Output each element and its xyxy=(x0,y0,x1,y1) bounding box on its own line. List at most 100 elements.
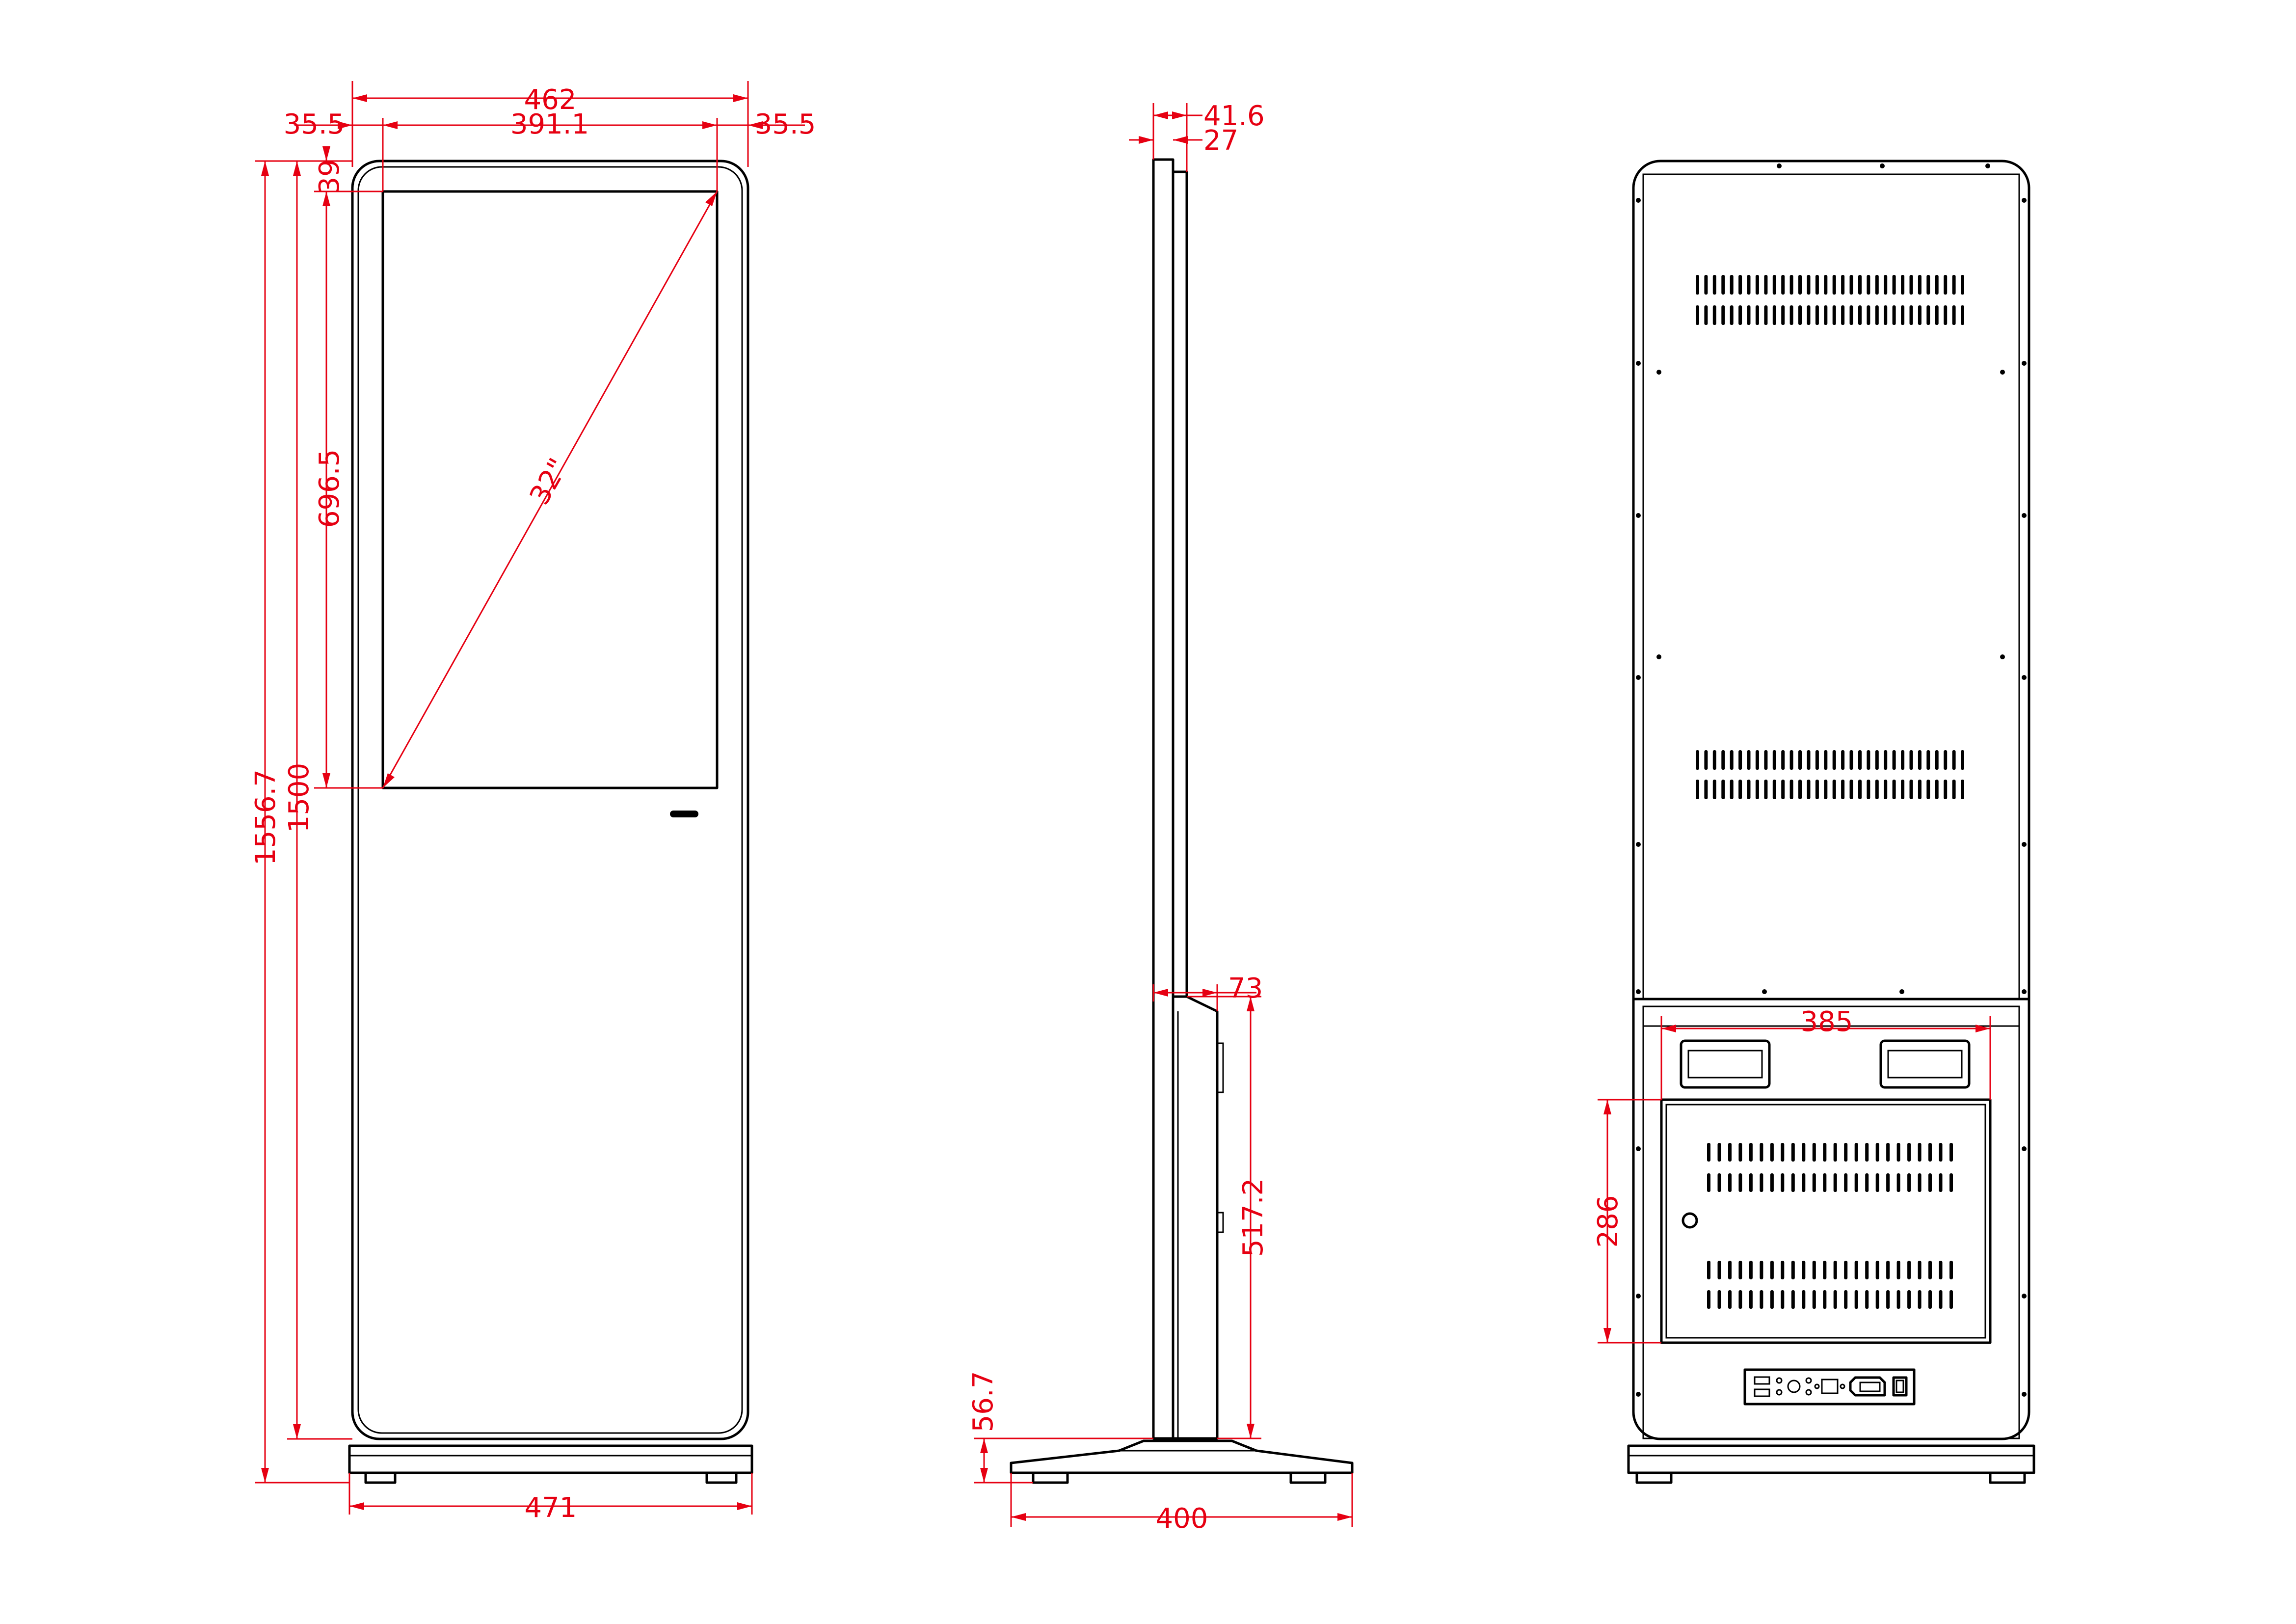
vent-slot xyxy=(1854,1173,1858,1192)
vent-slot xyxy=(1926,750,1930,770)
vent-slot xyxy=(1867,305,1870,325)
screw xyxy=(2022,1392,2027,1397)
screw xyxy=(1636,842,1641,847)
vent-slot xyxy=(1944,780,1948,799)
vent-slot xyxy=(1961,780,1964,799)
vent-slot xyxy=(1926,305,1930,325)
vent-slot xyxy=(1807,305,1811,325)
vent-slot xyxy=(1939,1290,1943,1309)
vent-slot xyxy=(1935,750,1939,770)
vent-slot xyxy=(1909,305,1913,325)
vent-slot xyxy=(1841,750,1845,770)
vent-slot xyxy=(1696,275,1699,295)
back-dimensions xyxy=(1598,1016,1991,1344)
vent-slot xyxy=(1849,780,1853,799)
vent-slot xyxy=(1696,750,1699,770)
back-dimension-labels: 385 286 xyxy=(1592,1006,1853,1247)
vent-slot xyxy=(1755,275,1759,295)
vent-slot xyxy=(1824,750,1828,770)
vent-slot xyxy=(1896,1173,1900,1192)
vent-slot xyxy=(1760,1261,1763,1279)
vent-slot xyxy=(1770,1173,1774,1192)
vent-slot xyxy=(1738,750,1742,770)
vent-slot xyxy=(1865,1143,1869,1162)
vent-slot xyxy=(1892,750,1896,770)
vent-slot xyxy=(1807,275,1811,295)
vent-slot xyxy=(1823,1261,1827,1279)
vent-slot xyxy=(1849,750,1853,770)
power-inlet xyxy=(1849,1376,1886,1397)
vent-slot xyxy=(1928,1290,1932,1309)
vent-slot xyxy=(1764,750,1768,770)
vent-slot xyxy=(1798,750,1802,770)
vent-slot xyxy=(1807,780,1811,799)
vent-slot xyxy=(1865,1173,1869,1192)
vent-slot xyxy=(1704,305,1708,325)
vent-slot xyxy=(1781,1261,1785,1279)
side-base-height-label: 56.7 xyxy=(967,1371,999,1433)
vent-slot xyxy=(1798,305,1802,325)
usb-port-1 xyxy=(1754,1376,1770,1385)
front-body-outline xyxy=(351,160,749,1440)
screw xyxy=(1656,654,1661,659)
side-depth-top-label: 41.6 xyxy=(1203,100,1265,132)
back-access-door xyxy=(1660,1098,1992,1344)
vent-slot xyxy=(1815,750,1819,770)
back-foot-right xyxy=(1989,1471,2026,1484)
vent-slot xyxy=(1730,780,1734,799)
screw xyxy=(1656,370,1661,375)
vent-slot xyxy=(1841,305,1845,325)
vent-slot xyxy=(1815,275,1819,295)
vent-slot xyxy=(1789,275,1793,295)
back-handle-right xyxy=(1879,1039,1971,1089)
vent-slot xyxy=(1849,305,1853,325)
usb-port-2 xyxy=(1754,1388,1770,1397)
vent-slot xyxy=(1909,275,1913,295)
screw xyxy=(2022,361,2027,366)
vent-slot xyxy=(1747,275,1751,295)
screw xyxy=(1985,163,1990,168)
vent-slot xyxy=(1772,305,1776,325)
screw xyxy=(1777,163,1782,168)
vent-slot xyxy=(1926,275,1930,295)
vent-slot xyxy=(1704,780,1708,799)
back-door-height-label: 286 xyxy=(1592,1195,1624,1248)
vent-slot xyxy=(1772,780,1776,799)
vent-slot xyxy=(1935,275,1939,295)
screw xyxy=(2022,675,2027,680)
vent-slot xyxy=(1791,1261,1795,1279)
vent-slot xyxy=(1939,1143,1943,1162)
screw xyxy=(1636,1146,1641,1151)
vent-slot xyxy=(1875,750,1879,770)
vent-slot xyxy=(1907,1261,1911,1279)
vent-slot xyxy=(1789,780,1793,799)
vent-slot xyxy=(1717,1261,1721,1279)
vent-slot xyxy=(1760,1143,1763,1162)
vent-slot xyxy=(1886,1143,1890,1162)
vent-slot xyxy=(1858,780,1862,799)
side-lower-depth-label: 73 xyxy=(1228,973,1263,1004)
front-overall-width-label: 462 xyxy=(524,84,577,116)
back-lower-panel xyxy=(1642,1005,2020,1439)
vent-slot xyxy=(1738,780,1742,799)
vent-slot xyxy=(1764,275,1768,295)
vent-slot xyxy=(1823,1173,1827,1192)
vent-slot xyxy=(1823,1143,1827,1162)
side-lower-housing xyxy=(1172,995,1219,1440)
vent-slot xyxy=(1896,1261,1900,1279)
vent-slot xyxy=(1918,275,1922,295)
vent-slot xyxy=(1755,780,1759,799)
vent-slot xyxy=(1854,1290,1858,1309)
vent-slot xyxy=(1770,1143,1774,1162)
side-base-stand xyxy=(1010,1439,1354,1474)
vent-slot xyxy=(1858,750,1862,770)
vent-slot xyxy=(1781,780,1785,799)
vent-slot xyxy=(1730,275,1734,295)
vent-slot xyxy=(1918,1261,1922,1279)
vent-slot xyxy=(1918,1173,1922,1192)
vent-slot xyxy=(1802,1261,1806,1279)
vent-slot xyxy=(1802,1173,1806,1192)
front-diagonal-label: 32" xyxy=(524,453,575,510)
vent-slot xyxy=(1844,1143,1848,1162)
vent-slot xyxy=(1791,1173,1795,1192)
